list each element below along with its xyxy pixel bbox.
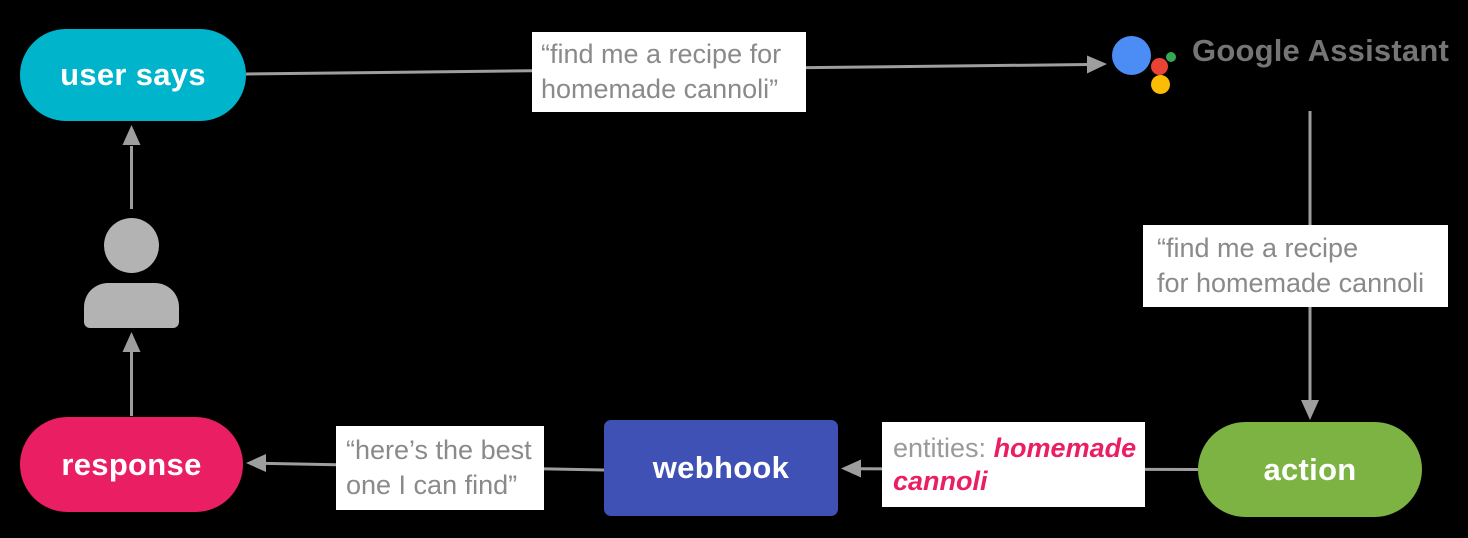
node-response: response (20, 417, 243, 512)
person-icon-head (104, 218, 159, 273)
label-response-quote-line1: “here’s the best (346, 435, 532, 465)
label-assistant-query-line1: “find me a recipe (1157, 233, 1359, 263)
entities-value-line2: cannoli (893, 465, 988, 496)
google-assistant-title: Google Assistant (1192, 33, 1449, 68)
node-webhook: webhook (604, 420, 838, 516)
label-entities-line1: entities: homemade (893, 432, 1145, 465)
label-assistant-query-line2: for homemade cannoli (1157, 268, 1425, 298)
node-action: action (1198, 422, 1422, 517)
node-response-label: response (61, 446, 202, 482)
assistant-logo-yellow-circle (1151, 75, 1170, 94)
node-webhook-label: webhook (652, 450, 790, 485)
label-user-query-line2: homemade cannoli” (541, 74, 779, 104)
assistant-logo-green-dot (1166, 52, 1176, 62)
entities-value-line1: homemade (993, 432, 1137, 463)
label-response-quote-line2: one I can find” (346, 470, 518, 500)
node-user-says: user says (20, 29, 246, 121)
arrow-user-icon-to-user-says (122, 125, 141, 209)
assistant-logo-red-circle (1151, 58, 1168, 75)
label-entities: entities: homemade cannoli (882, 422, 1145, 507)
label-user-query: “find me a recipe for homemade cannoli” (532, 32, 806, 112)
label-response-quote: “here’s the best one I can find” (336, 426, 544, 510)
node-user-says-label: user says (60, 57, 206, 92)
label-assistant-query: “find me a recipe for homemade cannoli (1143, 225, 1448, 307)
node-action-label: action (1263, 451, 1357, 487)
person-icon-body (84, 283, 179, 328)
label-user-query-line1: “find me a recipe for (541, 39, 782, 69)
entities-prefix: entities: (893, 432, 994, 463)
assistant-logo-blue-circle (1112, 36, 1151, 75)
arrow-response-to-user-icon (122, 332, 141, 416)
